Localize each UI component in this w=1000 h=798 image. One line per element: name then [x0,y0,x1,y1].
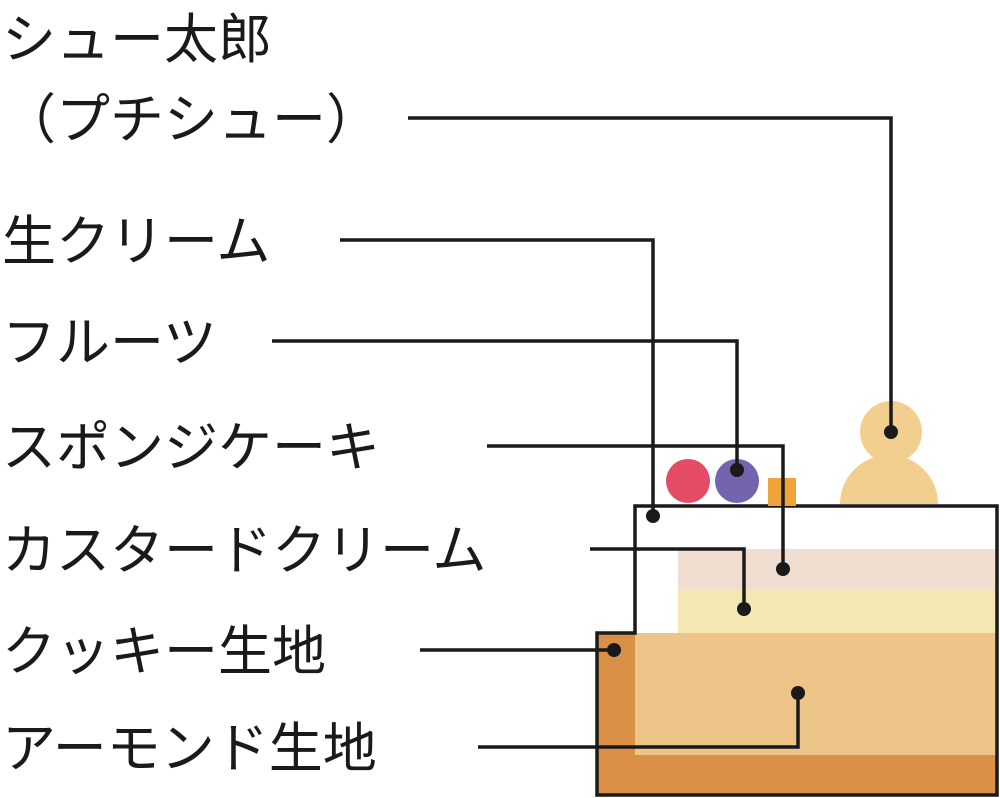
toppings [666,401,938,506]
leader-sponge-cake [487,444,785,569]
leader-lines [272,116,893,749]
cookie-dough-layer [635,633,997,755]
leader-fruits [272,339,739,470]
dot-almond-dough [791,686,805,700]
strawberry-fruit [666,459,710,503]
dot-sponge-cake [776,562,790,576]
label-choux-taro-line1: シュー太郎 [2,8,272,71]
choux-puff-base [840,455,938,504]
label-sponge-cake: スポンジケーキ [2,416,380,479]
cake-layers [595,504,999,797]
labels: シュー太郎 （プチシュー） 生クリーム フルーツ スポンジケーキ カスタードクリ… [2,8,486,780]
leader-custard-cream [590,547,746,609]
dot-custard-cream [737,602,751,616]
label-fresh-cream: 生クリーム [2,210,270,273]
cake-outline [595,504,999,797]
custard-cream-layer [678,589,997,633]
leader-choux-taro [408,116,893,432]
label-almond-dough: アーモンド生地 [2,717,377,780]
leader-fresh-cream [340,238,655,516]
label-custard-cream: カスタードクリーム [2,519,486,582]
dot-fresh-cream [646,509,660,523]
leader-almond-dough [478,693,800,749]
sponge-cake-layer [678,549,997,589]
dot-choux-taro [884,425,898,439]
blueberry-fruit [715,459,759,503]
dot-cookie-dough [607,643,621,657]
leader-dots [607,425,898,700]
label-cookie-dough: クッキー生地 [2,620,326,683]
label-fruits: フルーツ [2,311,217,374]
dot-fruits [730,463,744,477]
label-choux-taro-line2: （プチシュー） [2,88,380,151]
